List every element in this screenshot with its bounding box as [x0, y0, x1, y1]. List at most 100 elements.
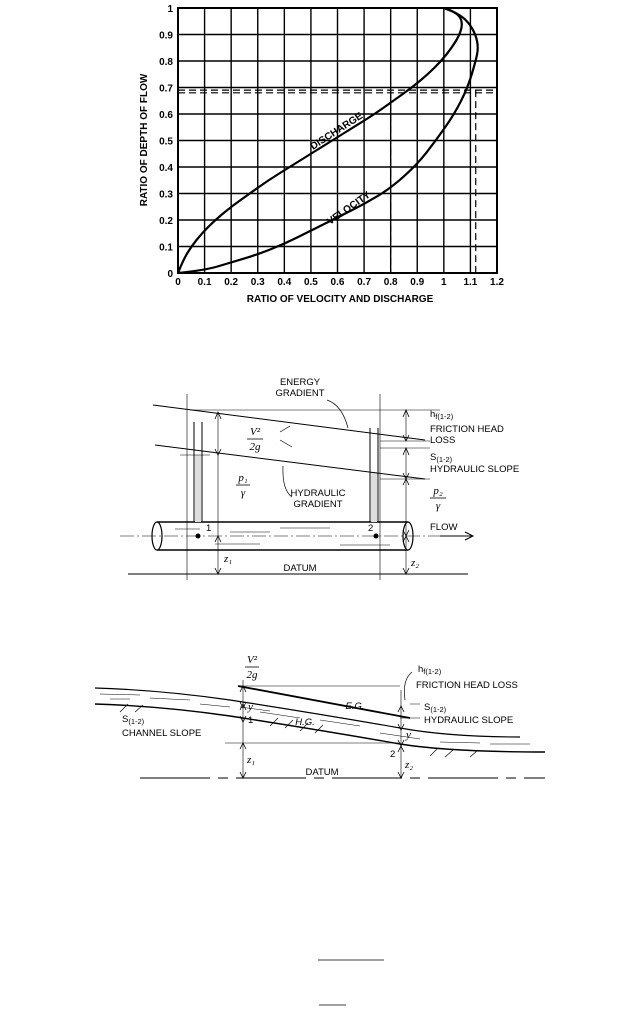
channel-slope-label: CHANNEL SLOPE — [122, 728, 201, 739]
channel-friction-head-subscript: f(1-2) — [423, 667, 441, 676]
channel-leader-lines — [403, 671, 413, 701]
flow-label: FLOW — [430, 522, 457, 533]
chart-y-tick-label: 0.2 — [159, 216, 173, 227]
channel-slope-symbol: S(1-2) — [424, 702, 447, 714]
chart-x-tick-label: 0.9 — [410, 277, 424, 288]
pipe-velocity-head-numerator: V² — [250, 426, 261, 438]
channel-bed — [94, 703, 546, 753]
chart-series-discharge-line — [176, 6, 463, 274]
pipe-slope-symbol: S(1-2) — [430, 452, 453, 464]
pipe-point-2-label: 2 — [368, 523, 373, 534]
chart-x-tick-label: 0.1 — [198, 277, 212, 288]
text-line: LOSS — [430, 435, 455, 446]
channel-point-1-label: 1 — [248, 715, 253, 726]
pipe-slope-sym: S — [430, 452, 436, 463]
pipe-friction-head-label: hf(1-2) — [430, 409, 454, 421]
chart-x-tick-label: 0.3 — [251, 277, 265, 288]
channel-z2-label: z₂ — [404, 759, 413, 771]
text-line: HYDRAULIC — [291, 488, 346, 499]
text-line: GRADIENT — [293, 499, 342, 510]
eg-label: E.G. — [345, 701, 364, 712]
channel-y1-label: y — [247, 701, 253, 713]
pipe-z1-label: z₁ — [223, 553, 232, 565]
p2-denominator: γ — [436, 500, 441, 512]
water-texture — [99, 693, 530, 745]
pipe-dimension-lines — [186, 394, 407, 580]
pipe-leader-lines — [279, 399, 349, 498]
channel-z1-label: z₁ — [246, 754, 255, 766]
pipe-extension-lines — [180, 409, 440, 480]
channel-friction-head-label: FRICTION HEAD LOSS — [416, 680, 518, 691]
chart-x-tick-label: 0.8 — [384, 277, 398, 288]
pipe-point-1-label: 1 — [206, 523, 211, 534]
channel-slope-main-sym: S — [122, 714, 128, 725]
channel-hydraulic-slope-label: HYDRAULIC SLOPE — [424, 715, 513, 726]
chart-series — [176, 6, 479, 275]
pipe-hydraulic-slope-label: HYDRAULIC SLOPE — [430, 464, 519, 475]
chart-y-tick-label: 0.6 — [159, 110, 173, 121]
pipe-velocity-head-denominator: 2g — [250, 441, 262, 453]
channel-friction-head-symbol: hf(1-2) — [418, 664, 442, 676]
chart-y-axis-label: RATIO OF DEPTH OF FLOW — [139, 73, 150, 206]
chart-x-tick-label: 0.6 — [331, 277, 345, 288]
channel-y2-label: y — [405, 729, 411, 741]
pipe-arrowheads — [214, 408, 410, 575]
channel-point-2-label: 2 — [390, 749, 395, 760]
chart-y-tick-label: 0 — [167, 269, 173, 280]
channel-slope-sym-label: S(1-2) — [122, 714, 145, 726]
chart-x-tick-label: 0.5 — [304, 277, 318, 288]
chart-x-tick-label: 1.1 — [463, 277, 477, 288]
pipe-slope-subscript: (1-2) — [436, 455, 452, 464]
p1-numerator: p₁ — [237, 472, 248, 484]
p1-denominator: γ — [241, 487, 246, 499]
chart-y-tick-label: 0.3 — [159, 190, 173, 201]
channel-slope-main-subscript: (1-2) — [128, 717, 144, 726]
point-2-marker — [373, 533, 379, 539]
chart-x-tick-label: 0 — [175, 277, 181, 288]
point-1-marker — [195, 533, 201, 539]
text-line: ENERGY — [280, 377, 321, 388]
piezometer-2-water — [371, 472, 377, 522]
chart-x-tick-label: 0.7 — [357, 277, 371, 288]
hg-label: H.G. — [295, 717, 315, 728]
bed-hatching — [119, 703, 479, 758]
pipe-texture — [175, 527, 390, 546]
energy-gradient-line — [152, 404, 426, 441]
chart-x-tick-label: 1.2 — [490, 277, 504, 288]
pipe-friction-head-subscript: f(1-2) — [435, 412, 453, 421]
piezometer-1 — [193, 422, 203, 522]
flow-arrow — [440, 531, 475, 541]
chart-series-velocity-line — [177, 6, 479, 275]
open-channel-diagram: V² 2g hf(1-2) FRICTION HEAD LOSS S(1-2) … — [94, 654, 546, 779]
channel-slope-subscript: (1-2) — [430, 705, 446, 714]
text-line: GRADIENT — [275, 388, 324, 399]
channel-slope-sym: S — [424, 702, 430, 713]
channel-friction-head-sym: h — [418, 664, 423, 675]
channel-velocity-head-denominator: 2g — [247, 669, 259, 681]
channel-datum-label: DATUM — [305, 767, 338, 778]
piezometer-2 — [369, 428, 379, 522]
chart-y-tick-label: 0.4 — [159, 163, 173, 174]
chart-y-tick-label: 0.1 — [159, 243, 173, 254]
chart-y-tick-label: 0.8 — [159, 57, 173, 68]
piezometer-1-water — [195, 455, 201, 522]
chart-grid — [177, 7, 498, 274]
energy-grade-line — [237, 685, 411, 719]
chart-annotation-velocity: VELOCITY — [325, 190, 373, 228]
chart-y-tick-label: 0.7 — [159, 84, 173, 95]
chart-y-tick-label: 0.9 — [159, 31, 173, 42]
water-surface — [94, 687, 521, 738]
p2-numerator: p₂ — [432, 485, 443, 497]
pipe-z2-label: z₂ — [410, 557, 419, 569]
chart-x-tick-label: 0.4 — [277, 277, 291, 288]
channel-dimension-lines — [242, 680, 402, 778]
chart-x-tick-label: 0.2 — [224, 277, 238, 288]
channel-extension-lines — [225, 685, 420, 744]
